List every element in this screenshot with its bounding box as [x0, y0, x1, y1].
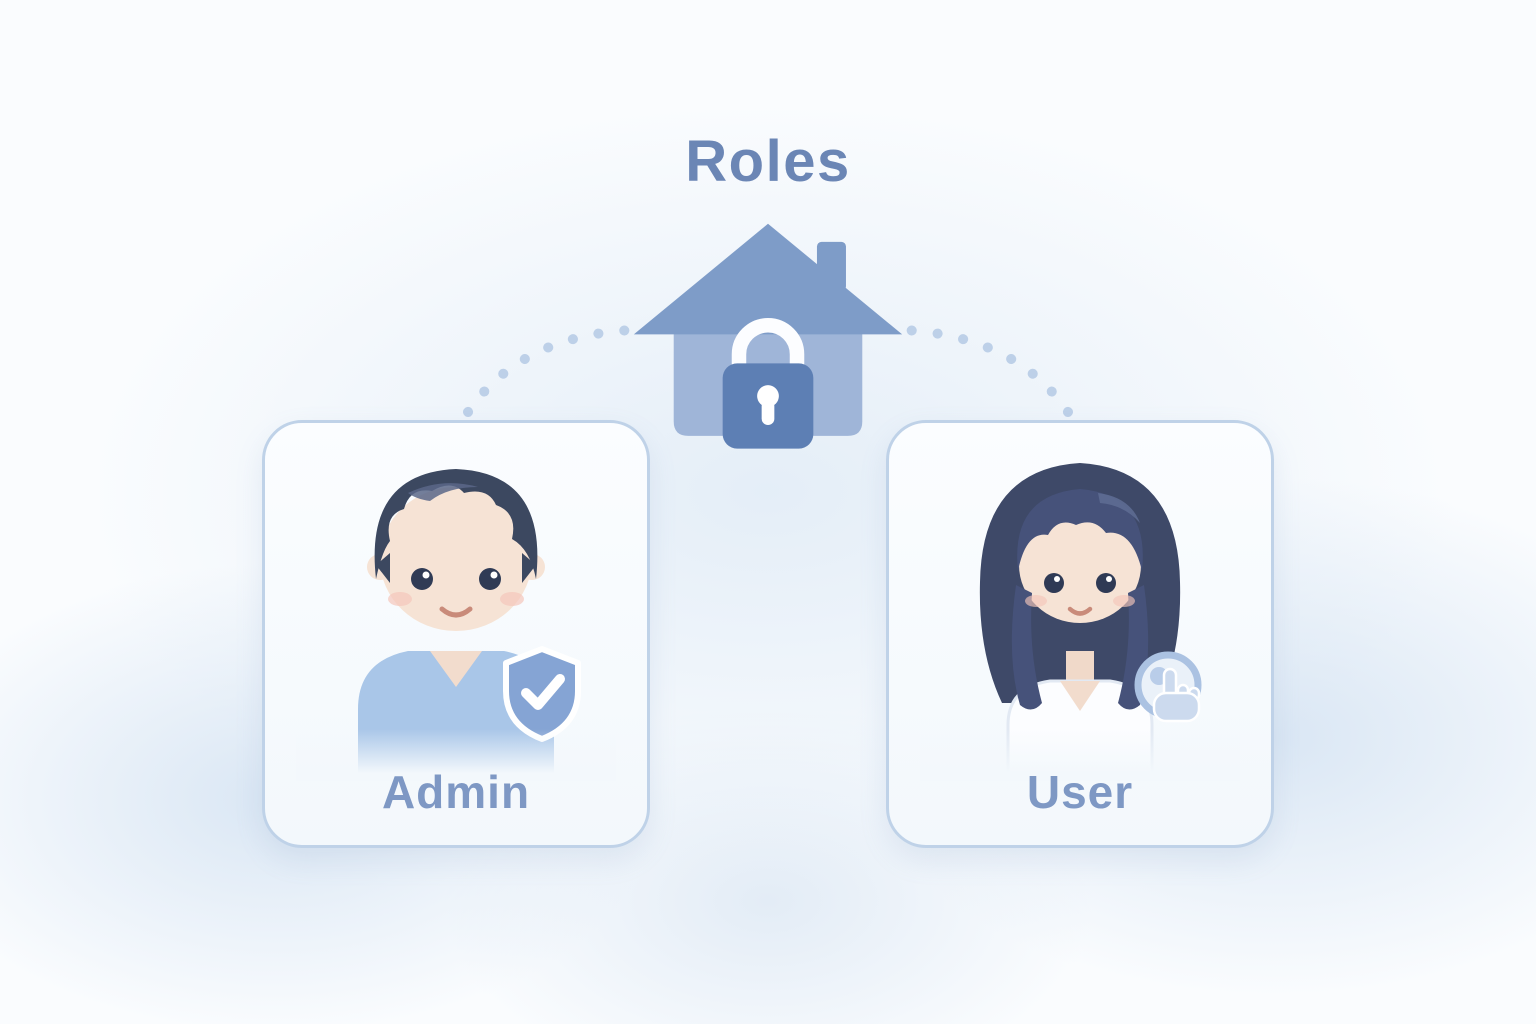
- girl-strand-left: [1011, 585, 1042, 710]
- girl-face: [1019, 507, 1141, 623]
- boy-smile: [439, 606, 473, 618]
- user-label: User: [1026, 766, 1134, 818]
- girl-smile: [1067, 606, 1093, 616]
- girl-eye-right: [1096, 573, 1116, 593]
- admin-card: Admin: [262, 420, 650, 848]
- boy-sideburn-left: [376, 553, 390, 583]
- boy-blush-left: [388, 592, 412, 606]
- lock-shackle: [731, 318, 805, 377]
- keyhole-circle: [757, 385, 779, 407]
- boy-hair-shine: [408, 483, 478, 501]
- girl-hair-shine: [1098, 493, 1140, 523]
- page-title: Roles: [685, 129, 851, 194]
- girl-eye-left: [1044, 573, 1064, 593]
- dotted-connector-right: [899, 325, 1073, 417]
- boy-neck: [430, 651, 482, 687]
- boy-eye-left: [411, 568, 433, 590]
- shield-check-icon: [503, 646, 581, 742]
- admin-avatar: [358, 469, 581, 777]
- boy-eye-left-highlight: [422, 571, 430, 579]
- boy-face: [380, 487, 532, 631]
- girl-bangs: [1017, 489, 1143, 571]
- user-card: User: [886, 420, 1274, 848]
- keyhole-stem: [761, 399, 775, 426]
- boy-sideburn-right: [522, 553, 536, 583]
- cursor-click-icon: [1134, 651, 1202, 723]
- boy-eye-right: [479, 568, 501, 590]
- girl-eye-left-highlight: [1054, 576, 1060, 582]
- admin-label: Admin: [381, 766, 531, 818]
- lock-icon: [722, 318, 814, 449]
- dotted-connector-left: [463, 325, 637, 417]
- girl-blush-right: [1113, 595, 1135, 607]
- girl-blush-left: [1025, 595, 1047, 607]
- girl-eye-right-highlight: [1106, 576, 1112, 582]
- boy-eye-right-highlight: [490, 571, 498, 579]
- house-lock-group: [632, 220, 904, 461]
- house-icon: [633, 223, 903, 449]
- boy-blush-right: [500, 592, 524, 606]
- boy-hair: [374, 469, 538, 579]
- girl-vneck: [1060, 681, 1100, 711]
- user-avatar: [979, 463, 1202, 777]
- roof-shape: [633, 223, 903, 335]
